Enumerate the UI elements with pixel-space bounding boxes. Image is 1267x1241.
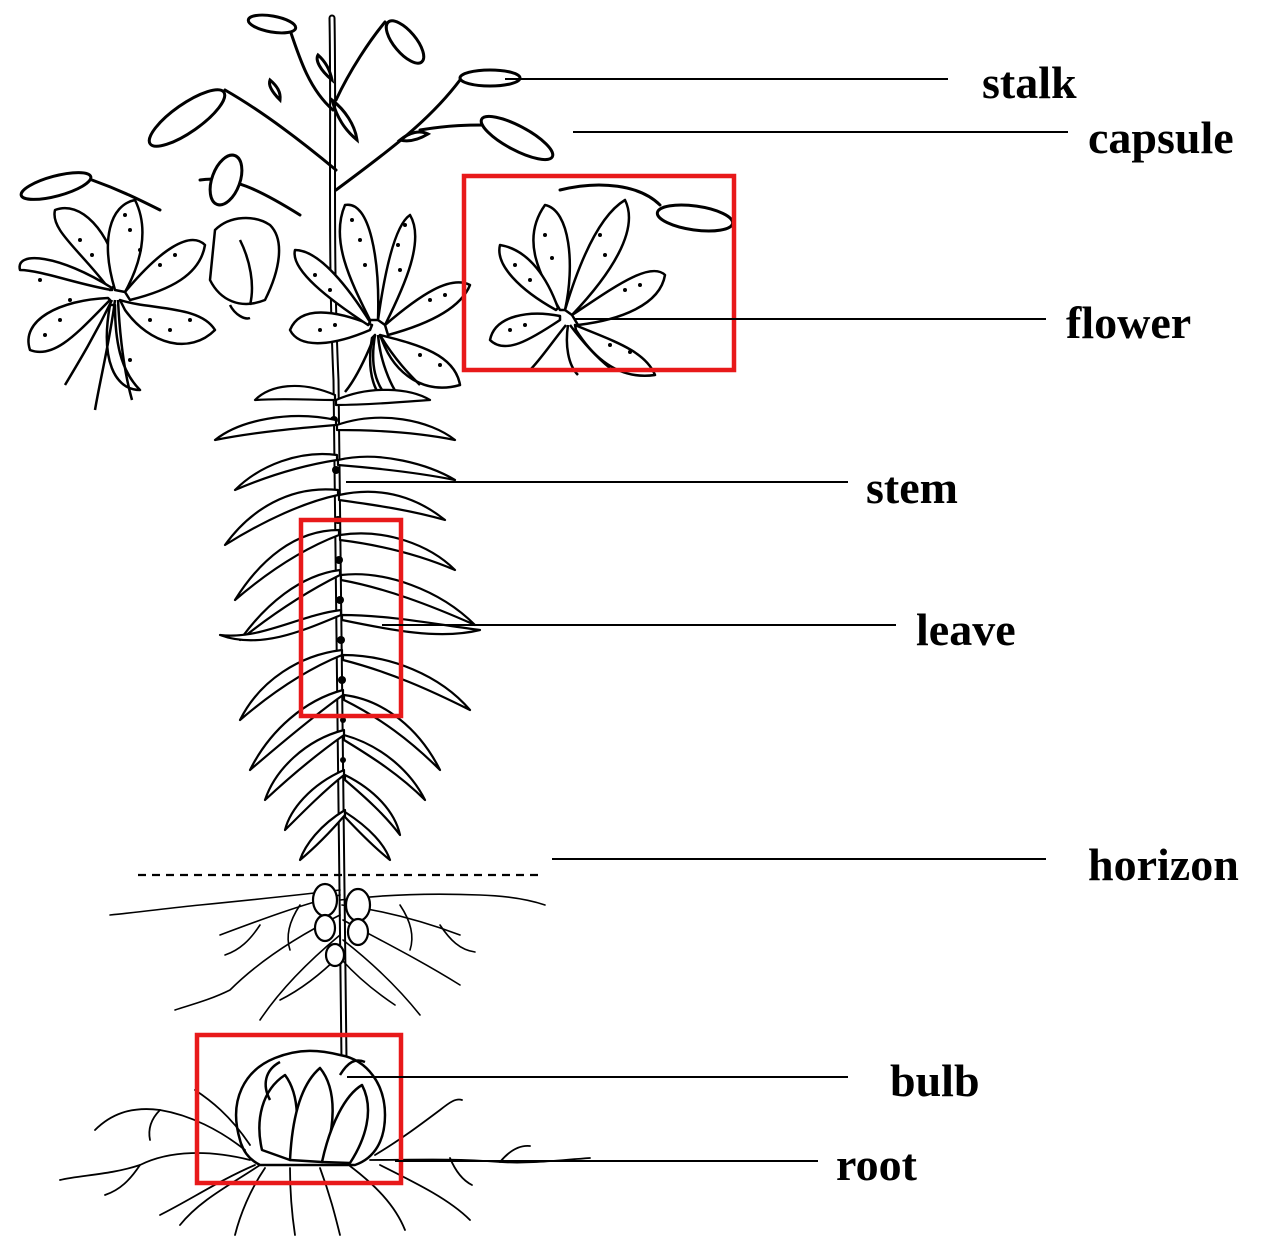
stalk-label: stalk <box>982 57 1077 108</box>
horizon-label: horizon <box>1088 839 1239 890</box>
leave-label: leave <box>916 604 1016 655</box>
right-flower <box>490 200 665 376</box>
capsule-label: capsule <box>1088 112 1234 163</box>
leaves <box>215 386 480 860</box>
stem-label: stem <box>866 462 958 513</box>
flower-label: flower <box>1066 297 1191 348</box>
center-flower <box>290 205 470 401</box>
bulb-label: bulb <box>890 1055 980 1106</box>
left-flower <box>20 200 215 410</box>
root-label: root <box>836 1139 918 1190</box>
back-flower <box>210 218 279 318</box>
bulb <box>236 1051 385 1165</box>
labels: stalk capsule flower stem leave horizon … <box>836 57 1239 1190</box>
